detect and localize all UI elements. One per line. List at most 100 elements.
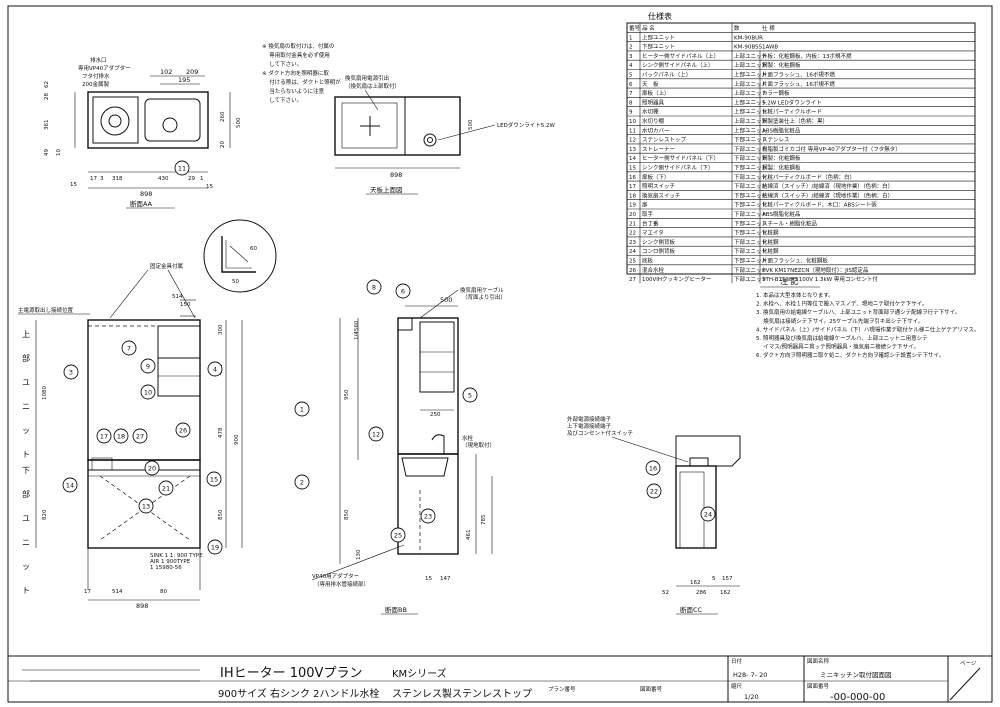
- spec-cell-unit: 数: [734, 24, 740, 32]
- callout-21: [158, 480, 174, 496]
- spec-cell-spec: 外板：化粧鋼板、内板：13ボ規不燃: [762, 52, 852, 60]
- svg-text:17: 17: [90, 176, 97, 182]
- spec-cell-spec: 結線済（スイッチ）/結線済（現地作業）（色柄：白）: [762, 191, 893, 199]
- spec-cell-no: 13: [629, 147, 636, 153]
- left-notes: ※ 換気扇の取付けは、付属の 専用取付金具を必ず使用 して下さい。※ ダクト方向…: [262, 42, 341, 104]
- spec-cell-unit: 下部ユニット: [734, 238, 767, 246]
- spec-cell-unit: 下部ユニット: [734, 145, 767, 153]
- spec-cell-unit: 下部ユニット: [734, 275, 767, 283]
- plan-aa-title: 断面AA: [130, 199, 153, 208]
- product-line2: 900サイズ 右シンク 2ハンドル水栓: [218, 687, 380, 700]
- spec-cell-unit: 下部ユニット: [734, 154, 767, 162]
- spec-cell-unit: 下部ユニット: [734, 136, 767, 144]
- spec-cell-no: 5: [629, 73, 633, 79]
- svg-text:478: 478: [218, 427, 224, 438]
- spec-cell-no: 4: [629, 63, 633, 69]
- svg-text:ト: ト: [22, 586, 30, 595]
- svg-text:80: 80: [160, 589, 167, 595]
- svg-text:209: 209: [186, 68, 198, 76]
- spec-cell-unit: 下部ユニット: [734, 266, 767, 274]
- svg-text:102: 102: [160, 68, 172, 76]
- section-bb-title: 断面BB: [385, 605, 407, 614]
- callout-label: 8: [372, 284, 376, 292]
- left-note-line: ※ ダクト方向を照明器に取: [262, 69, 329, 77]
- spec-cell-spec: ABS樹脂化粧品: [762, 126, 801, 134]
- callout-label: 3: [69, 369, 73, 377]
- spec-cell-name: バックパネル（上）: [642, 71, 691, 79]
- svg-text:外部電源接続端子: 外部電源接続端子: [567, 415, 612, 423]
- callout-label: 12: [372, 431, 380, 439]
- spec-cell-spec: 化粧パーティクルボード（色柄：白）: [762, 173, 855, 181]
- left-note-line: 専用取付金具を必ず使用: [262, 51, 330, 59]
- sheet-border: [7, 5, 993, 703]
- spec-cell-name: ヒーター側サイドパネル（下）: [642, 154, 719, 162]
- spec-cell-spec: KM-90BSS1AWB: [734, 45, 778, 51]
- svg-text:主電源取出し接続位置: 主電源取出し接続位置: [18, 306, 74, 314]
- callout-label: 4: [213, 366, 217, 374]
- spec-cell-spec: 鋼製：化粧鋼板: [762, 154, 801, 162]
- svg-text:17: 17: [84, 589, 91, 595]
- spec-cell-no: 番号: [629, 25, 641, 32]
- svg-text:ッ: ッ: [22, 562, 30, 571]
- svg-text:900: 900: [234, 434, 240, 445]
- left-note-line: ※ 換気扇の取付けは、付属の: [262, 42, 334, 50]
- svg-text:上下電源接続端子: 上下電源接続端子: [567, 422, 612, 430]
- svg-text:ページ: ページ: [960, 660, 977, 667]
- callout-16: [645, 460, 661, 476]
- spec-cell-spec: 化粧パーティクルボード、木口：ABSシート張: [762, 201, 877, 209]
- spec-cell-unit: 下部ユニット: [734, 210, 767, 218]
- spec-cell-no: 9: [629, 110, 633, 116]
- drawing-no: -00-000-00: [830, 692, 885, 703]
- svg-text:部: 部: [22, 353, 30, 363]
- callout-14: [62, 477, 78, 493]
- spec-cell-name: 扉: [642, 201, 648, 209]
- spec-cell-name: 上部ユニット: [642, 33, 675, 41]
- callout-15: [206, 471, 222, 487]
- spec-cell-no: 17: [629, 184, 636, 190]
- callout-label: 26: [179, 427, 187, 435]
- callout-2: [294, 474, 310, 490]
- series-sub: ステンレス製ステンレストップ: [392, 687, 532, 700]
- callout-label: 14: [66, 482, 74, 490]
- spec-cell-no: 8: [629, 100, 633, 106]
- spec-cell-unit: 上部ユニット: [734, 89, 767, 97]
- note-line: イマス/照明器具ニ貫ッテ照明器具・換気扇ニ接続シテ下サイ。: [756, 343, 919, 351]
- drawing-title: ミニキッチン取付図面図: [820, 670, 892, 679]
- svg-text:LEDダウンライト5.2W: LEDダウンライト5.2W: [497, 121, 556, 129]
- spec-cell-no: 27: [629, 277, 636, 283]
- spec-cell-no: 25: [629, 259, 636, 265]
- spec-cell-spec: ABS樹脂化粧品: [762, 210, 801, 218]
- svg-text:フタ付排水: フタ付排水: [82, 72, 110, 80]
- svg-text:150: 150: [180, 302, 191, 308]
- product-line1: IHヒーター 100Vプラン: [220, 666, 362, 681]
- svg-text:820: 820: [42, 509, 48, 520]
- spec-cell-spec: ステンレス: [762, 137, 790, 144]
- svg-text:29: 29: [188, 176, 195, 182]
- svg-text:ニ: ニ: [22, 402, 30, 411]
- callout-9: [140, 358, 156, 374]
- svg-text:361: 361: [44, 120, 50, 131]
- callout-25: [390, 527, 406, 543]
- spec-cell-no: 7: [629, 91, 633, 97]
- callout-label: 21: [162, 485, 170, 493]
- note-line: 1. 本品は大型本体となります。: [756, 291, 834, 299]
- spec-cell-no: 15: [629, 166, 636, 172]
- svg-text:図面番号: 図面番号: [807, 683, 830, 690]
- svg-text:（換気扇は上部取付）: （換気扇は上部取付）: [345, 82, 400, 90]
- callout-label: 2: [300, 479, 304, 487]
- spec-cell-unit: 下部ユニット: [734, 201, 767, 209]
- svg-text:日付: 日付: [731, 657, 743, 665]
- spec-cell-unit: 下部ユニット: [734, 173, 767, 181]
- spec-cell-unit: 下部ユニット: [734, 219, 767, 227]
- spec-cell-no: 2: [629, 45, 633, 51]
- spec-cell-spec: 化粧パーティクルボード: [762, 108, 822, 116]
- note-line: 3. 換気扇用の給電線ケーブルハ、上部ユニット背面部ヲ通シテ配線ヲ行テ下サイ。: [756, 308, 961, 316]
- svg-text:898: 898: [136, 602, 148, 610]
- callout-3: [63, 364, 79, 380]
- svg-text:950: 950: [344, 389, 350, 400]
- spec-cell-no: 24: [629, 249, 636, 255]
- svg-text:318: 318: [112, 176, 123, 182]
- svg-text:785: 785: [481, 514, 487, 525]
- spec-cell-name: 底板: [642, 257, 654, 265]
